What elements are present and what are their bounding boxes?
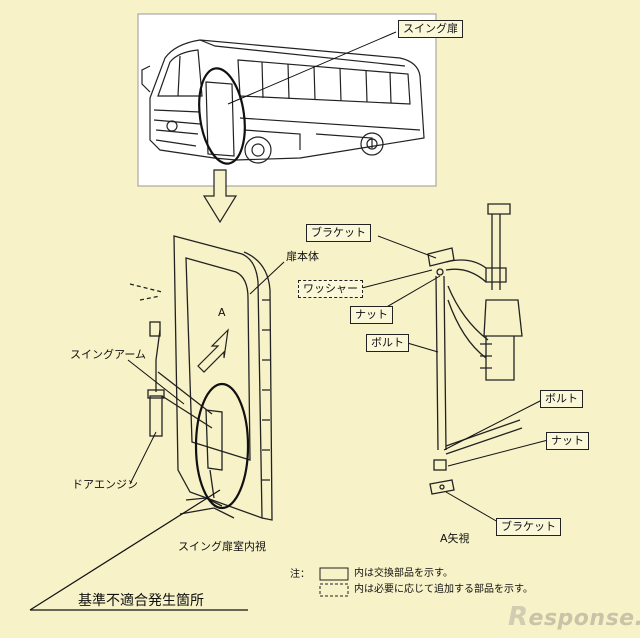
defect-ellipse	[194, 382, 250, 510]
door-body-label: 扉本体	[286, 250, 319, 263]
watermark-initial: R	[508, 602, 529, 632]
legend-dashed-box	[319, 583, 349, 597]
door-engine-label: ドアエンジン	[72, 478, 138, 491]
swing-door-label: スイング扉	[398, 20, 463, 38]
legend-note-label: 注：	[290, 569, 310, 580]
door-highlight-ellipse	[198, 67, 246, 165]
legend-dashed-text: 内は必要に応じて追加する部品を示す。	[354, 584, 533, 595]
bracket-bottom-label: ブラケット	[496, 518, 561, 536]
door-body-leader	[249, 261, 285, 295]
bolt-bottom-leader	[443, 399, 543, 451]
bus-illustration	[141, 39, 425, 164]
nut-bottom-leader	[447, 439, 549, 467]
noncompliance-leader	[29, 489, 221, 611]
view-a-marker: A	[218, 306, 226, 319]
bracket-top-label: ブラケット	[306, 224, 371, 242]
bolt-top-label: ボルト	[366, 334, 409, 352]
bracket-top-leader	[377, 235, 437, 259]
interior-view-caption: スイング扉室内視	[178, 540, 266, 553]
washer-leader	[361, 269, 433, 289]
swing-arm-leader	[127, 359, 185, 405]
washer-label: ワッシャー	[298, 280, 363, 298]
bolt-top-leader	[403, 341, 439, 353]
swing-door-leader	[227, 31, 397, 105]
a-view-drawing	[427, 203, 523, 495]
hollow-down-arrow	[202, 169, 238, 224]
door-interior-drawing	[129, 235, 273, 521]
swing-arm-label: スイングアーム	[70, 348, 147, 361]
bracket-bottom-leader	[445, 491, 499, 523]
legend-solid-text: 内は交換部品を示す。	[354, 568, 453, 579]
legend-solid-box	[319, 567, 349, 581]
response-watermark: Response.	[508, 602, 640, 632]
nut-top-label: ナット	[350, 306, 393, 324]
noncompliance-location-label: 基準不適合発生箇所	[78, 593, 204, 609]
bolt-bottom-label: ボルト	[540, 390, 583, 408]
nut-bottom-label: ナット	[546, 432, 589, 450]
a-view-caption: A矢視	[440, 532, 470, 545]
watermark-text: esponse.	[528, 606, 640, 631]
door-engine-leader	[129, 431, 157, 485]
view-a-arrow	[197, 328, 229, 373]
